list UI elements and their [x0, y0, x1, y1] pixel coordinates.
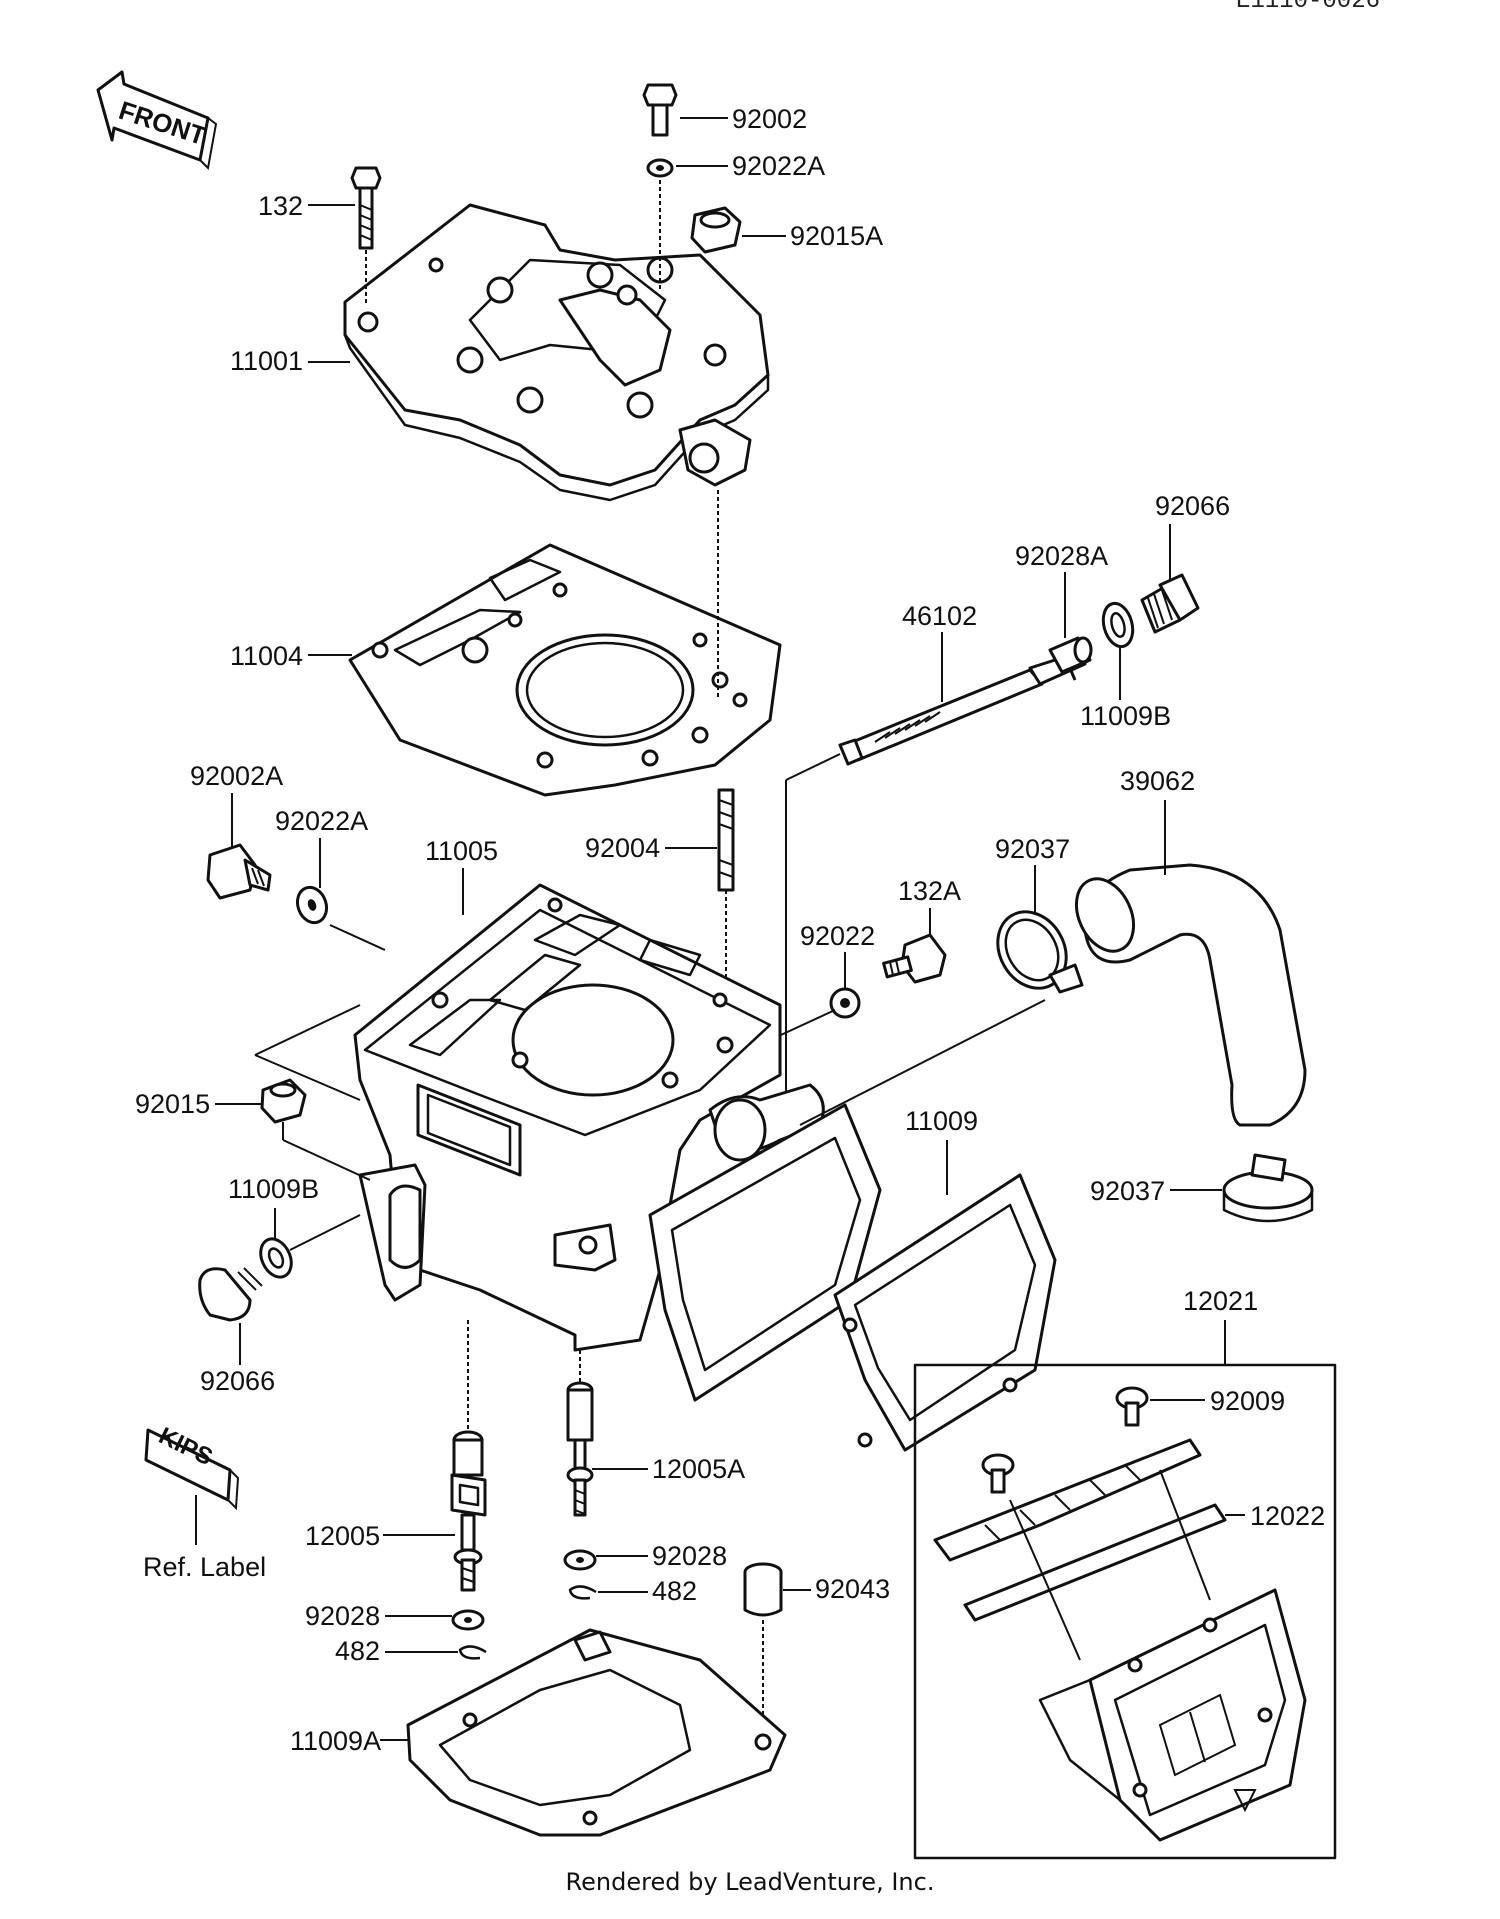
- valve-12005: [450, 1320, 487, 1592]
- nut-92015a: [690, 206, 742, 254]
- plug-92066-top: [1140, 573, 1200, 634]
- label-132: 132: [258, 191, 303, 221]
- label-11009b-low: 11009B: [228, 1174, 319, 1204]
- footer-credit: Rendered by LeadVenture, Inc.: [565, 1868, 935, 1896]
- label-39062: 39062: [1120, 766, 1195, 796]
- label-92028a: 92028A: [1015, 541, 1108, 571]
- label-12005: 12005: [305, 1521, 380, 1551]
- reed-cage: [1038, 1588, 1307, 1842]
- label-92022: 92022: [800, 921, 875, 951]
- exhaust-valve-46102: [785, 644, 1087, 1110]
- hose-clamp-92037-top: [996, 910, 1084, 994]
- head-gasket: [348, 543, 782, 797]
- plug-92066-low: [198, 1267, 263, 1322]
- cylinder-head: [343, 203, 770, 502]
- clip-482-right: [568, 1585, 597, 1600]
- label-92004: 92004: [585, 833, 660, 863]
- label-92037-top: 92037: [995, 834, 1070, 864]
- bolt-92002a: [206, 843, 272, 900]
- label-92028-right: 92028: [652, 1541, 727, 1571]
- washer-92022a-mid: [295, 885, 329, 925]
- washer-92022: [829, 987, 861, 1019]
- washer-92028-left: [451, 1609, 485, 1631]
- label-92002: 92002: [732, 104, 807, 134]
- screw-92009: [981, 1386, 1149, 1494]
- base-gasket-11009a: [406, 1628, 787, 1837]
- label-11009: 11009: [905, 1106, 978, 1136]
- label-92028-left: 92028: [305, 1601, 380, 1631]
- label-12005a: 12005A: [652, 1454, 745, 1484]
- label-482-right: 482: [652, 1576, 697, 1606]
- label-92015a: 92015A: [790, 221, 883, 251]
- intake-gasket-11009: [648, 1103, 1057, 1452]
- document-id: E1110-0026: [1235, 0, 1380, 15]
- ref-label: Ref. Label: [143, 1552, 266, 1582]
- reed-valve-box: [913, 1363, 1337, 1860]
- washer-11009b-low: [259, 1237, 293, 1279]
- hose-clamp-92037-low: [1222, 1153, 1314, 1223]
- valve-12005a: [566, 1350, 594, 1517]
- bolt-92002: [642, 83, 678, 290]
- label-11009b-top: 11009B: [1080, 701, 1171, 731]
- label-46102: 46102: [902, 601, 977, 631]
- kips-ref-label-icon: KIPS: [144, 1422, 240, 1545]
- label-92066-low: 92066: [200, 1366, 275, 1396]
- label-11001: 11001: [230, 346, 303, 376]
- front-arrow-icon: FRONT: [96, 70, 218, 171]
- label-11005: 11005: [425, 836, 498, 866]
- label-92002a: 92002A: [190, 761, 283, 791]
- label-92022a-top: 92022A: [732, 151, 825, 181]
- label-482-left: 482: [335, 1636, 380, 1666]
- label-92015: 92015: [135, 1089, 210, 1119]
- label-92037-low: 92037: [1090, 1176, 1165, 1206]
- label-132a: 132A: [898, 876, 961, 906]
- reed-stopper-12022: [933, 1438, 1227, 1622]
- label-92009: 92009: [1210, 1386, 1285, 1416]
- label-92043: 92043: [815, 1574, 890, 1604]
- label-11009a: 11009A: [290, 1726, 381, 1756]
- water-hose-39062: [1074, 863, 1307, 1127]
- label-92066-top: 92066: [1155, 491, 1230, 521]
- bolt-132a: [882, 933, 947, 984]
- label-12022: 12022: [1250, 1501, 1325, 1531]
- clip-482-left: [458, 1645, 487, 1660]
- washer-92028-right: [563, 1549, 597, 1571]
- bolt-132: [350, 166, 382, 305]
- label-11004: 11004: [230, 641, 303, 671]
- label-12021: 12021: [1183, 1286, 1258, 1316]
- label-92022a-mid: 92022A: [275, 806, 368, 836]
- nut-92015: [260, 1078, 371, 1181]
- washer-11009b-top: [1101, 601, 1135, 649]
- collar-92028a: [1048, 636, 1093, 674]
